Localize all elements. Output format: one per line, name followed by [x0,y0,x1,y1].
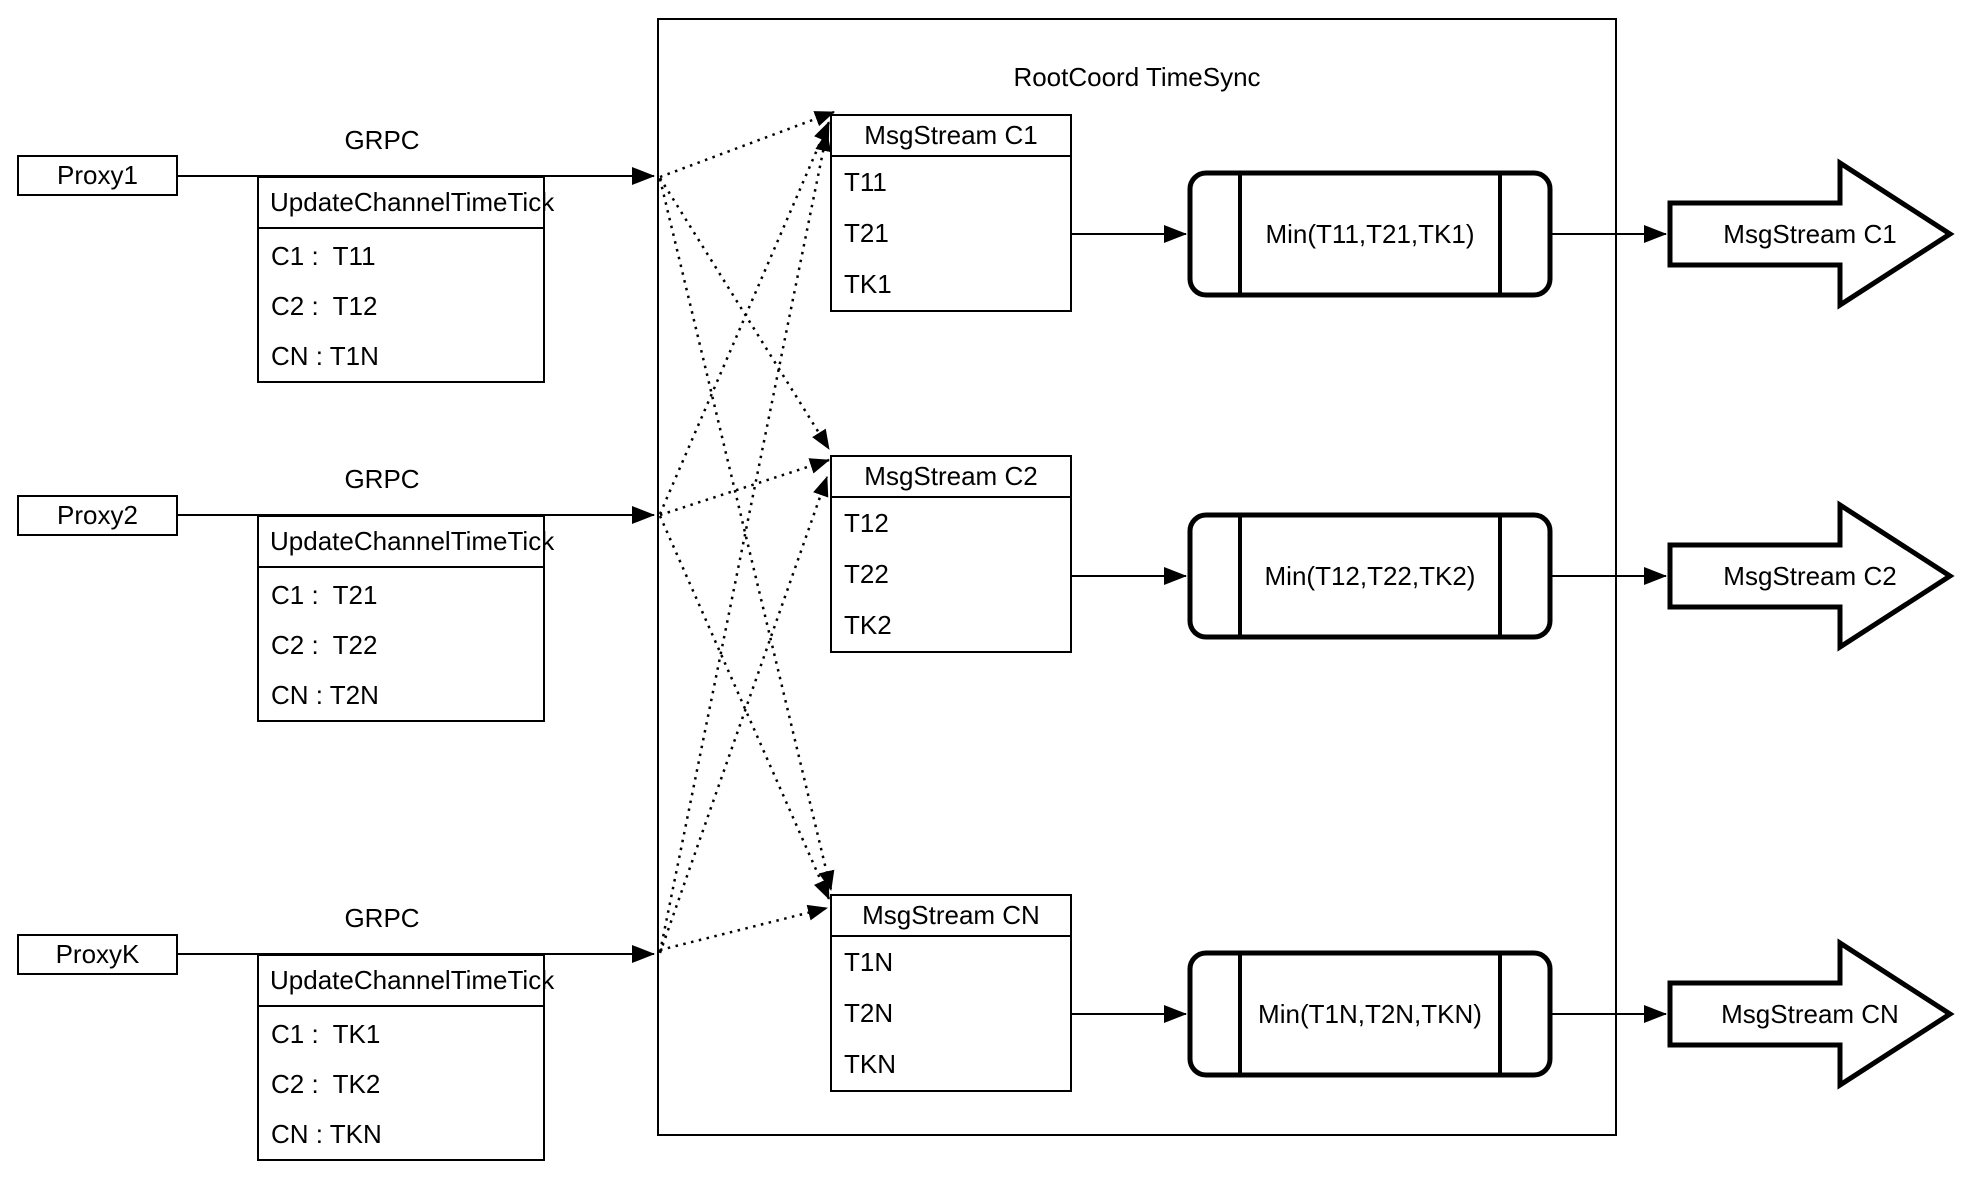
min2-label: Min(T12,T22,TK2) [1264,560,1476,591]
msgstream-cn-value: T1N [844,947,894,977]
dotted-pk-c1 [658,131,832,953]
ticktable2-row: CN : T2N [271,679,379,710]
proxyk-node: ProxyK [17,934,178,975]
min-to-output-lines [1552,225,1667,1023]
min-node-bars [1238,173,1502,1075]
ticktable3-row: CN : TKN [271,1118,382,1149]
dotted-p2-c2 [659,458,830,517]
ticktable1-row: C2 : T12 [271,291,378,321]
proxyk-label: ProxyK [55,939,140,969]
ticktable1-row: CN : T1N [271,340,379,371]
msgstream-c2-value: TK2 [844,610,892,640]
ticktable2-row: C2 : T22 [271,630,378,660]
rootcoord-container: RootCoord TimeSync [657,18,1617,1136]
msgstream-cn-value: T2N [844,998,894,1028]
output-arrow1-label: MsgStream C1 [1723,218,1897,249]
proxy2-node: Proxy2 [17,495,178,536]
msgstream-cn-title: MsgStream CN [832,896,1070,937]
ticktable3-title: UpdateChannelTimeTick [259,956,554,1007]
msgstream-c1-node: MsgStream C1 T11 T21 TK1 [830,114,1072,312]
rootcoord-title: RootCoord TimeSync [1013,62,1261,92]
ticktable1-title: UpdateChannelTimeTick [259,178,554,229]
output-arrow2-label: MsgStream C2 [1723,560,1897,591]
proxy2-label: Proxy2 [57,500,138,530]
msgstream-c1-value: T21 [844,218,889,248]
output-arrow3-shape [1667,938,1955,1090]
dotted-p2-cn [658,515,831,900]
stream-to-min-lines [1072,225,1187,1023]
min-node-shapes [1187,170,1553,1078]
ticktable-proxy1: UpdateChannelTimeTick C1 : T11 C2 : T12 … [257,176,554,383]
ticktable2-row: C1 : T21 [271,580,378,611]
min2-shape [1187,512,1553,640]
output-arrow1-shape [1667,158,1955,310]
msgstream-c1-title: MsgStream C1 [832,116,1070,157]
ticktable2-title: UpdateChannelTimeTick [259,517,554,568]
ticktable3-row: C1 : TK1 [271,1019,381,1050]
msgstream-cn-node: MsgStream CN T1N T2N TKN [830,894,1072,1092]
ticktable3-row: C2 : TK2 [271,1069,381,1099]
fanout-dotted-lines [658,110,835,954]
msgstream-c1-value: TK1 [844,269,892,299]
dotted-p1-cn [658,178,835,891]
output-arrow2-shape [1667,500,1955,652]
proxy1-node: Proxy1 [17,155,178,196]
min3-shape [1187,950,1553,1078]
msgstream-c2-title: MsgStream C2 [832,457,1070,498]
msgstream-c2-value: T22 [844,559,889,589]
msgstream-c1-value: T11 [844,167,887,197]
ticktable-proxyk: UpdateChannelTimeTick C1 : TK1 C2 : TK2 … [257,954,554,1161]
min1-shape [1187,170,1553,298]
grpc-label-3: GRPC [344,903,420,933]
min1-label: Min(T11,T21,TK1) [1265,218,1475,249]
msgstream-c2-node: MsgStream C2 T12 T22 TK2 [830,455,1072,653]
min3-label: Min(T1N,T2N,TKN) [1258,998,1482,1029]
ticktable1-row: C1 : T11 [271,241,376,272]
proxy1-label: Proxy1 [57,160,138,190]
dotted-p1-c2 [658,177,831,450]
output-arrow3-label: MsgStream CN [1721,998,1899,1029]
output-arrow-shapes [1667,158,1955,1090]
grpc-label-2: GRPC [344,464,420,494]
ticktable-proxy2: UpdateChannelTimeTick C1 : T21 C2 : T22 … [257,515,554,722]
msgstream-cn-value: TKN [844,1049,896,1079]
grpc-label-1: GRPC [344,125,420,155]
msgstream-c2-value: T12 [844,508,889,538]
